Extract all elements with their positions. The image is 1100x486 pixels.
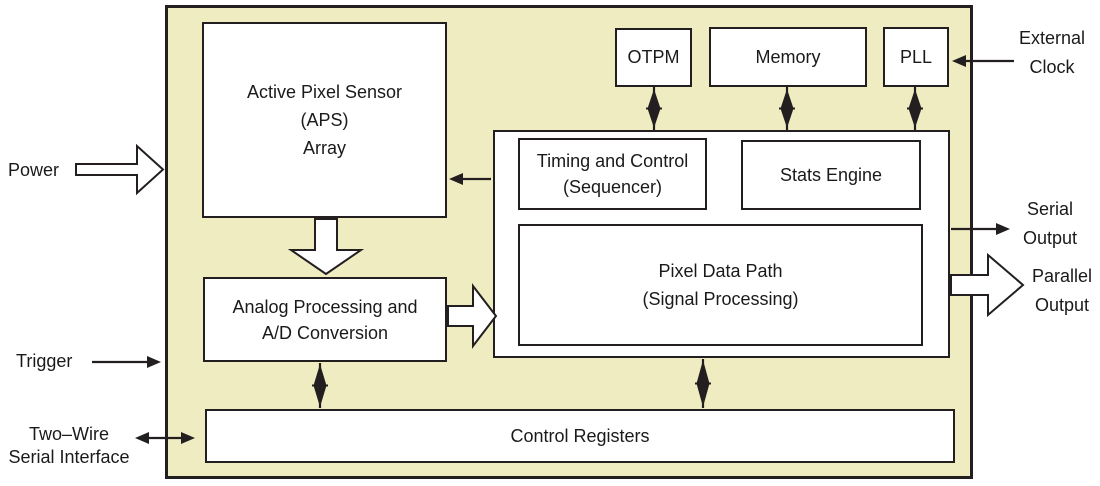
memory-label: Memory — [755, 46, 821, 67]
pixel-data-path-box: Pixel Data Path (Signal Processing) — [518, 224, 923, 346]
parallel-output-arrow-icon — [950, 252, 1025, 318]
parallel-output-label: Parallel Output — [1031, 266, 1093, 315]
analog-processing-label: Analog Processing and A/D Conversion — [232, 296, 418, 343]
control-registers-box: Control Registers — [205, 409, 955, 463]
analog-processing-box: Analog Processing and A/D Conversion — [203, 277, 447, 362]
digital-ctrlreg-double-arrow-icon — [695, 359, 711, 408]
two-wire-label: Two–Wire Serial Interface — [8, 424, 130, 467]
stats-engine-box: Stats Engine — [741, 140, 921, 210]
otpm-label: OTPM — [627, 47, 680, 67]
otpm-box: OTPM — [615, 28, 692, 87]
external-clock-label: External Clock — [1018, 28, 1086, 77]
memory-box: Memory — [709, 27, 867, 87]
pll-digital-double-arrow-icon — [907, 87, 923, 130]
control-registers-label: Control Registers — [510, 425, 650, 446]
analog-to-pixel-data-path-arrow-icon — [447, 283, 498, 349]
aps-label: Active Pixel Sensor (APS) Array — [246, 82, 403, 158]
trigger-label: Trigger — [16, 351, 73, 371]
serial-output-arrow-icon — [951, 223, 1010, 235]
memory-digital-double-arrow-icon — [779, 87, 795, 130]
analog-ctrlreg-double-arrow-icon — [312, 363, 328, 408]
aps-box: Active Pixel Sensor (APS) Array — [202, 22, 447, 218]
power-label: Power — [8, 160, 60, 180]
serial-output-label: Serial Output — [1022, 199, 1078, 248]
external-clock-arrow-icon — [952, 55, 1014, 67]
pll-label: PLL — [899, 46, 933, 67]
timing-control-box: Timing and Control (Sequencer) — [518, 138, 707, 210]
timing-to-aps-arrow-icon — [449, 173, 491, 185]
power-arrow-icon — [75, 143, 165, 196]
pixel-data-path-label: Pixel Data Path (Signal Processing) — [642, 261, 799, 309]
timing-control-label: Timing and Control (Sequencer) — [536, 151, 689, 197]
trigger-arrow-icon — [92, 356, 161, 368]
pll-box: PLL — [883, 27, 949, 87]
two-wire-double-arrow-icon — [135, 432, 195, 444]
aps-to-analog-arrow-icon — [287, 218, 365, 276]
otpm-digital-double-arrow-icon — [646, 87, 662, 130]
stats-engine-label: Stats Engine — [779, 164, 883, 185]
